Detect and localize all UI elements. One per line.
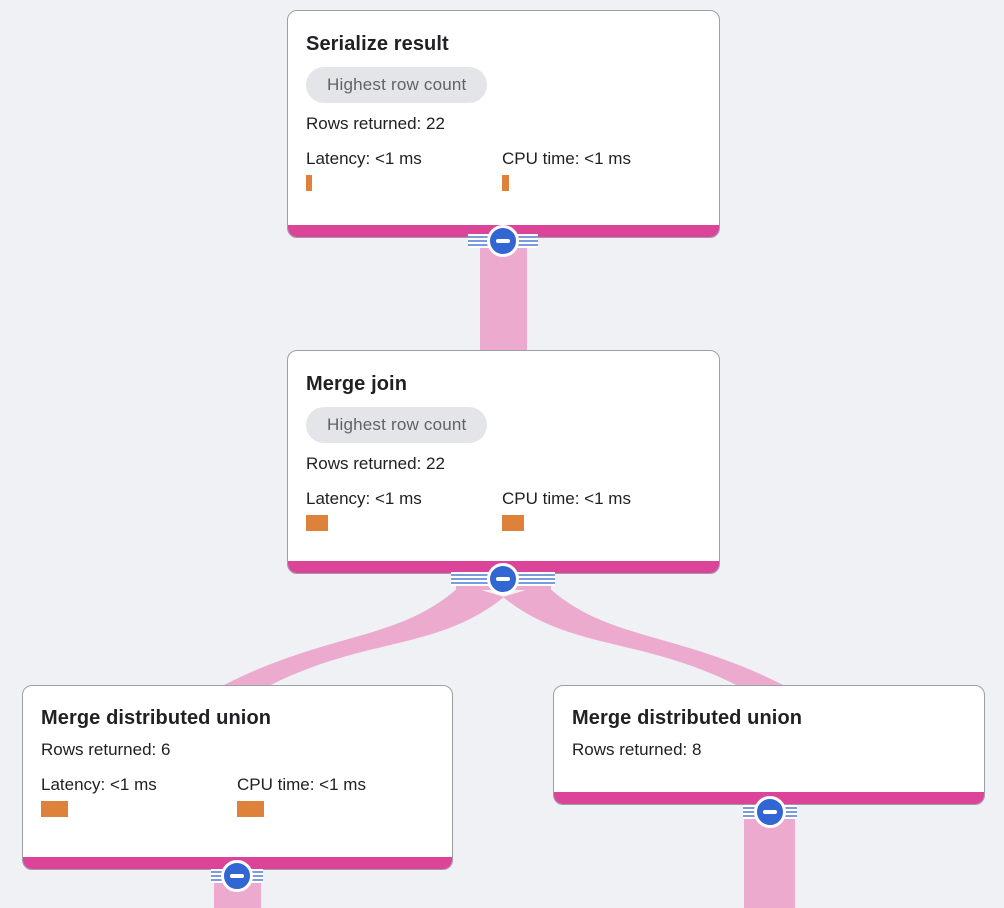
minus-icon bbox=[496, 577, 510, 581]
flow-link-serialize-merge bbox=[480, 240, 527, 352]
latency-label: Latency: <1 ms bbox=[41, 775, 157, 794]
latency-label: Latency: <1 ms bbox=[306, 149, 422, 168]
metrics-row: Latency: <1 ms CPU time: <1 ms bbox=[306, 488, 701, 531]
collapse-circle bbox=[754, 796, 786, 828]
cpu-metric: CPU time: <1 ms bbox=[502, 148, 698, 191]
plan-node-merge-join[interactable]: Merge join Highest row count Rows return… bbox=[287, 350, 720, 574]
node-title: Merge join bbox=[306, 373, 408, 395]
cpu-time-bar bbox=[237, 801, 264, 817]
latency-metric: Latency: <1 ms bbox=[306, 488, 502, 531]
collapse-button-merge-distributed-union-left[interactable] bbox=[211, 860, 263, 892]
plan-node-merge-distributed-union-left[interactable]: Merge distributed union Rows returned: 6… bbox=[22, 685, 453, 870]
collapse-button-serialize-result[interactable] bbox=[468, 225, 538, 257]
flow-link-merge-right-union bbox=[503, 584, 791, 689]
latency-bar bbox=[306, 175, 312, 191]
latency-bar bbox=[41, 801, 68, 817]
latency-label: Latency: <1 ms bbox=[306, 489, 422, 508]
latency-metric: Latency: <1 ms bbox=[41, 774, 237, 817]
rows-returned-label: Rows returned: 22 bbox=[306, 114, 445, 133]
cpu-time-bar bbox=[502, 175, 509, 191]
metrics-row: Latency: <1 ms CPU time: <1 ms bbox=[41, 774, 434, 817]
cpu-metric: CPU time: <1 ms bbox=[237, 774, 433, 817]
collapse-button-merge-join[interactable] bbox=[451, 563, 555, 595]
latency-metric: Latency: <1 ms bbox=[306, 148, 502, 191]
minus-icon bbox=[763, 810, 777, 814]
rows-returned-label: Rows returned: 6 bbox=[41, 740, 171, 759]
metrics-row: Latency: <1 ms CPU time: <1 ms bbox=[306, 148, 701, 191]
rows-returned-label: Rows returned: 22 bbox=[306, 454, 445, 473]
cpu-time-bar bbox=[502, 515, 524, 531]
plan-node-serialize-result[interactable]: Serialize result Highest row count Rows … bbox=[287, 10, 720, 238]
highest-row-count-badge: Highest row count bbox=[306, 67, 488, 103]
collapse-circle bbox=[487, 225, 519, 257]
collapse-circle bbox=[487, 563, 519, 595]
latency-bar bbox=[306, 515, 328, 531]
node-title: Serialize result bbox=[306, 33, 449, 55]
node-title: Merge distributed union bbox=[572, 707, 803, 729]
node-title: Merge distributed union bbox=[41, 707, 272, 729]
plan-node-merge-distributed-union-right[interactable]: Merge distributed union Rows returned: 8 bbox=[553, 685, 985, 805]
highest-row-count-badge: Highest row count bbox=[306, 407, 488, 443]
collapse-button-merge-distributed-union-right[interactable] bbox=[743, 796, 797, 828]
cpu-time-label: CPU time: <1 ms bbox=[502, 149, 631, 168]
cpu-time-label: CPU time: <1 ms bbox=[237, 775, 366, 794]
cpu-time-label: CPU time: <1 ms bbox=[502, 489, 631, 508]
minus-icon bbox=[230, 874, 244, 878]
minus-icon bbox=[496, 239, 510, 243]
cpu-metric: CPU time: <1 ms bbox=[502, 488, 698, 531]
rows-returned-label: Rows returned: 8 bbox=[572, 740, 702, 759]
flow-link-merge-left-union bbox=[216, 584, 504, 689]
collapse-circle bbox=[221, 860, 253, 892]
